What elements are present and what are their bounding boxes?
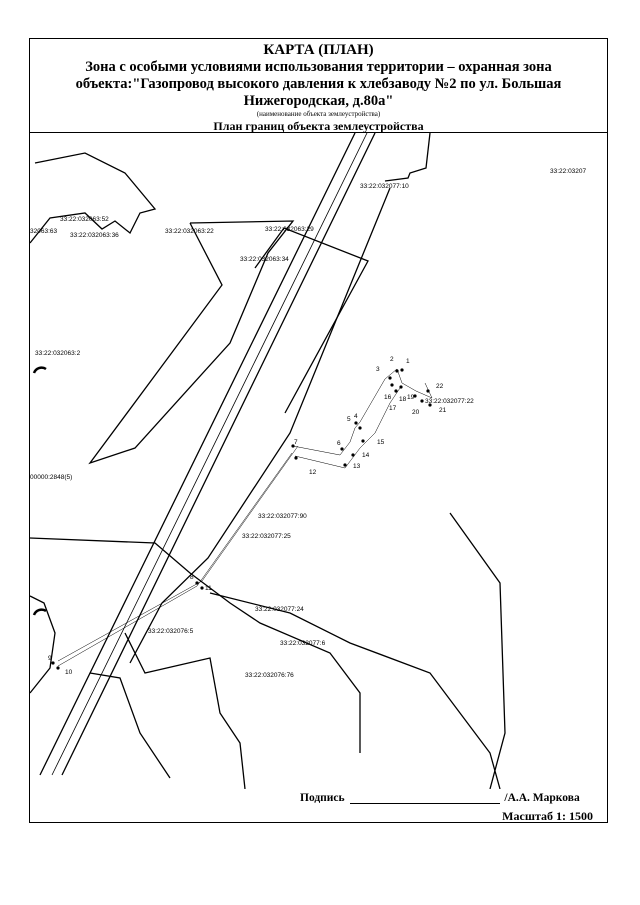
survey-point bbox=[358, 426, 362, 430]
survey-point bbox=[413, 394, 417, 398]
point-label: 17 bbox=[389, 405, 397, 412]
point-label: 7 bbox=[294, 439, 298, 446]
parcel-outline-south-d bbox=[89, 672, 171, 779]
point-label: 11 bbox=[205, 585, 212, 592]
point-label: 3 bbox=[376, 366, 380, 373]
point-label: 20 bbox=[412, 409, 420, 416]
survey-point bbox=[340, 447, 344, 451]
point-label: 4 bbox=[354, 413, 358, 420]
parcel-label: 33:22:032077:22 bbox=[425, 398, 474, 405]
point-label: 1 bbox=[406, 358, 410, 365]
parcel-label: 33:22:032077:90 bbox=[258, 513, 307, 520]
signature-label: Подпись bbox=[300, 792, 345, 804]
survey-point bbox=[343, 463, 347, 467]
object-caption: (наименование объекта землеустройства) bbox=[256, 110, 381, 118]
title-block: КАРТА (ПЛАН) Зона с особыми условиями ис… bbox=[30, 39, 607, 133]
zone-description: Зона с особыми условиями использования т… bbox=[30, 59, 607, 110]
plan-heading: План границ объекта землеустройства bbox=[213, 119, 424, 133]
parcel-outline-ring bbox=[30, 595, 56, 694]
zone-boundary bbox=[292, 368, 433, 456]
parcel-label: 33:22:032063:22 bbox=[165, 228, 214, 235]
point-label: 6 bbox=[337, 440, 341, 447]
parcel-label: 33:22:032077:10 bbox=[360, 183, 409, 190]
parcel-label: 33:22:03207 bbox=[550, 168, 587, 175]
survey-point bbox=[400, 368, 404, 372]
zone-boundary-2 bbox=[294, 387, 401, 469]
survey-point bbox=[426, 389, 430, 393]
parcel-outline-south-a bbox=[30, 537, 361, 753]
parcel-outline-strip bbox=[254, 227, 369, 414]
parcel-label: 33:22:032076:5 bbox=[148, 628, 194, 635]
point-label: 10 bbox=[65, 669, 73, 676]
cadastral-map: 33:22:032077:10 33:22:03207 33:22:032063… bbox=[30, 133, 587, 789]
survey-point bbox=[195, 581, 199, 585]
parcel-label: 32063:63 bbox=[30, 228, 57, 235]
signature-underline bbox=[349, 793, 500, 804]
parcel-label: 33:22:032076:76 bbox=[245, 672, 294, 679]
pipeline-line-2 bbox=[57, 445, 299, 662]
zone-line-2: объекта:"Газопровод высокого давления к … bbox=[75, 76, 562, 92]
survey-point bbox=[200, 586, 204, 590]
point-label: 15 bbox=[377, 439, 385, 446]
road-edge-left bbox=[39, 133, 356, 776]
binder-mark-icon bbox=[32, 608, 47, 616]
survey-point bbox=[395, 369, 399, 373]
survey-point bbox=[354, 421, 358, 425]
point-label: 14 bbox=[362, 452, 370, 459]
point-label: 9 bbox=[48, 655, 52, 662]
point-label: 12 bbox=[309, 469, 317, 476]
parcel-label: 33:22:032063:34 bbox=[240, 256, 289, 263]
zone-line-1: Зона с особыми условиями использования т… bbox=[85, 59, 552, 75]
parcel-label: 33:22:032063:52 bbox=[60, 216, 109, 223]
zone-line-3: Нижегородская, д.80а" bbox=[243, 93, 394, 109]
survey-point bbox=[351, 453, 355, 457]
point-label: 22 bbox=[436, 383, 444, 390]
map-sheet: КАРТА (ПЛАН) Зона с особыми условиями ис… bbox=[29, 38, 608, 823]
signature-line: Подпись /А.А. Маркова bbox=[300, 792, 580, 804]
parcel-outline-east-2 bbox=[129, 187, 391, 664]
survey-point bbox=[56, 666, 60, 670]
survey-point bbox=[428, 403, 432, 407]
point-label: 18 bbox=[399, 396, 407, 403]
road-edge-right bbox=[61, 133, 376, 776]
point-label: 19 bbox=[407, 394, 415, 401]
point-label: 16 bbox=[384, 394, 392, 401]
survey-point bbox=[361, 439, 365, 443]
parcel-outline-south-b bbox=[209, 592, 501, 789]
survey-point bbox=[291, 444, 295, 448]
map-scale: Масштаб 1: 1500 bbox=[502, 809, 593, 823]
signature-name: /А.А. Маркова bbox=[504, 792, 580, 804]
parcel-label: 33:22:032077:6 bbox=[280, 640, 326, 647]
point-label: 2 bbox=[390, 356, 394, 363]
parcel-label: 33:22:032063:2 bbox=[35, 350, 81, 357]
point-label: 21 bbox=[439, 407, 447, 414]
map-title: КАРТА (ПЛАН) bbox=[263, 42, 374, 58]
parcel-label: 00000:2848(5) bbox=[30, 474, 72, 481]
parcel-label: 33:22:032063:36 bbox=[70, 232, 119, 239]
point-label: 5 bbox=[347, 416, 351, 423]
point-label: 13 bbox=[353, 463, 361, 470]
parcel-label: 33:22:032063:29 bbox=[265, 226, 314, 233]
survey-point bbox=[51, 661, 55, 665]
parcel-outline-se bbox=[449, 512, 506, 789]
pipeline-line bbox=[57, 452, 293, 667]
parcel-label: 33:22:032077:24 bbox=[255, 606, 304, 613]
parcel-outline-south-c bbox=[124, 632, 246, 789]
point-label: 8 bbox=[190, 574, 194, 581]
survey-point bbox=[420, 399, 424, 403]
parcel-outline-nw bbox=[30, 152, 157, 244]
survey-point bbox=[399, 385, 403, 389]
survey-point bbox=[294, 456, 298, 460]
parcel-outline-east bbox=[384, 133, 431, 182]
binder-mark-icon bbox=[32, 366, 47, 374]
survey-point bbox=[390, 383, 394, 387]
parcel-outline-large bbox=[88, 220, 295, 465]
survey-point bbox=[394, 389, 398, 393]
survey-point bbox=[388, 376, 392, 380]
parcel-label: 33:22:032077:25 bbox=[242, 533, 291, 540]
